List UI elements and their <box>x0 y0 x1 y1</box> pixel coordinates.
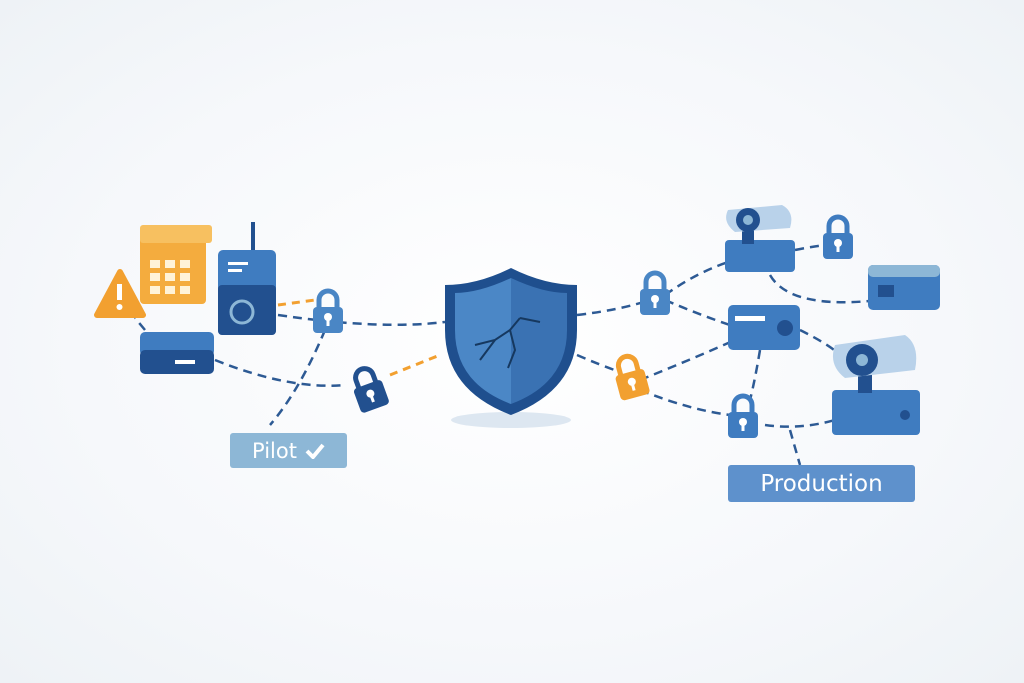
padlock-icon <box>823 217 853 259</box>
warning-icon <box>94 269 146 318</box>
padlock-icon <box>313 291 343 333</box>
router-icon <box>218 222 276 335</box>
padlock-icon <box>347 364 390 414</box>
padlock-icon <box>728 396 758 438</box>
padlock-icon <box>640 273 670 315</box>
production-label: Production <box>728 465 915 502</box>
pilot-label: Pilot <box>230 433 347 468</box>
keypad-device-icon <box>140 225 212 304</box>
projector-device-icon <box>728 305 800 350</box>
hub-device-icon <box>140 332 214 374</box>
padlock-icon <box>611 353 651 401</box>
production-text: Production <box>760 470 883 497</box>
check-icon <box>305 443 325 459</box>
camera-icon <box>832 335 920 435</box>
pilot-text: Pilot <box>252 438 297 463</box>
shield-cracked-icon <box>445 268 577 428</box>
camera-icon <box>725 205 795 272</box>
hub-device-icon <box>868 265 940 310</box>
